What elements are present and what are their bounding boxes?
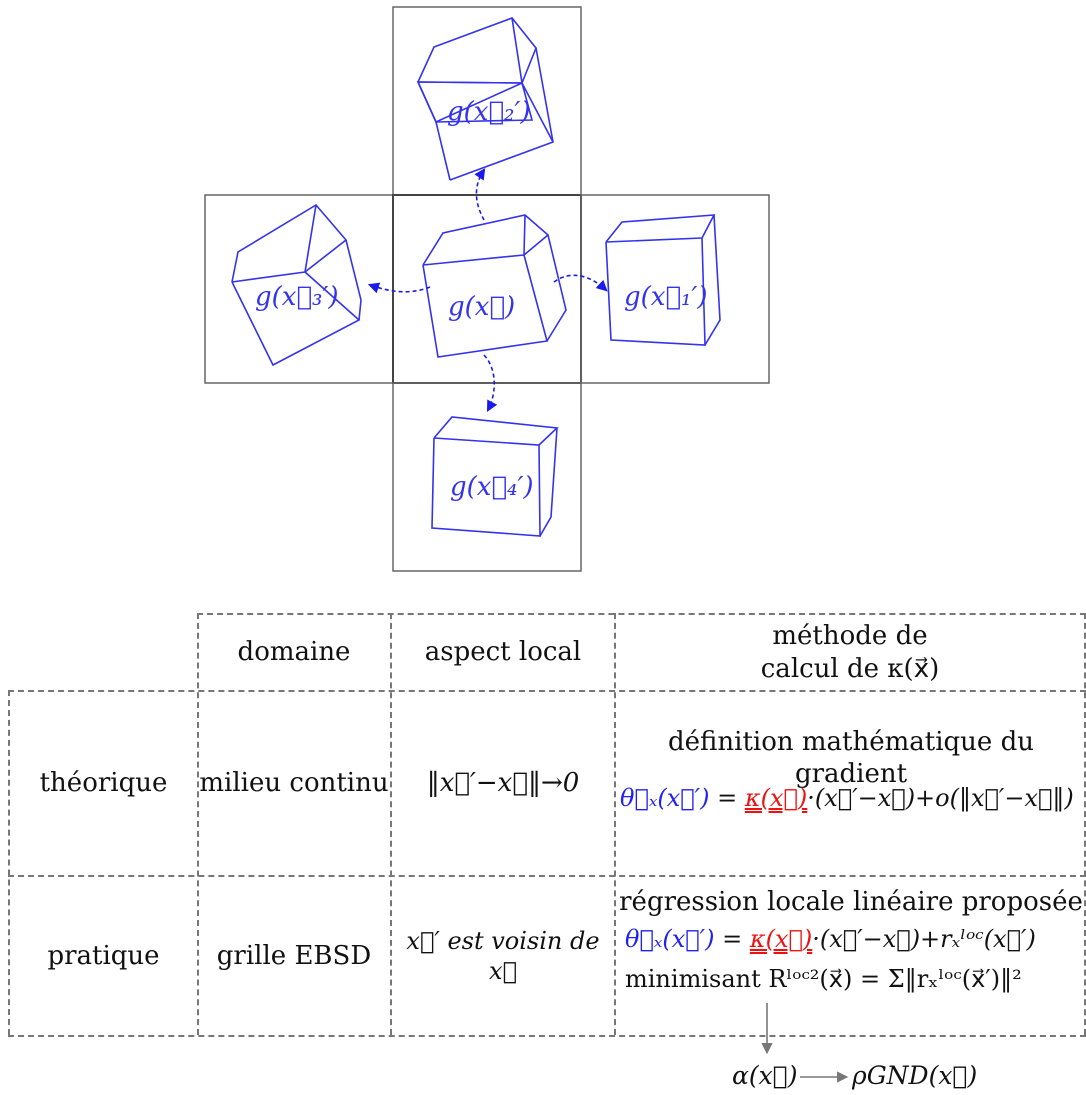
grid-line-middle	[8, 875, 1086, 877]
label-x1: g(x⃗₁′)	[624, 282, 708, 312]
cell-grille-ebsd: grille EBSD	[216, 940, 372, 971]
header-methode: méthode de calcul de κ(x⃗)	[616, 615, 1084, 690]
grid-line-col3	[614, 613, 616, 1035]
header-methode-line1: méthode de	[772, 621, 928, 651]
eq2-equals: =	[714, 925, 750, 953]
eq2-kappa: κ(x⃗)	[749, 925, 813, 953]
cell-milieu-continu: milieu continu	[199, 768, 389, 799]
eq-theta: θ⃗ₓ(x⃗′)	[620, 784, 710, 812]
eq-rest: ·(x⃗′−x⃗)+o(‖x⃗′−x⃗‖)	[807, 784, 1074, 812]
cube-x3	[231, 203, 362, 367]
eq-gradient-definition: θ⃗ₓ(x⃗′) = κ(x⃗)·(x⃗′−x⃗)+o(‖x⃗′−x⃗‖)	[620, 784, 1074, 812]
grid-line-top	[197, 613, 1086, 615]
grid-line-col2	[390, 613, 392, 1035]
alpha-label: α(x⃗)	[732, 1061, 798, 1090]
label-x4: g(x⃗₄′)	[450, 472, 534, 502]
grid-line-col1	[197, 613, 199, 1035]
cube-x2	[416, 17, 554, 181]
eq2-theta: θ⃗ₓ(x⃗′)	[625, 925, 715, 953]
label-x2: g(x⃗₂′)	[447, 97, 531, 127]
cube-x4	[431, 416, 559, 537]
eq-kappa: κ(x⃗)	[744, 784, 808, 812]
grid-line-left	[8, 690, 10, 1035]
eq-regression: θ⃗ₓ(x⃗′) = κ(x⃗)·(x⃗′−x⃗)+rₓˡᵒᶜ(x⃗′)	[625, 925, 1036, 953]
rho-gnd-label: ρGND(x⃗)	[852, 1061, 978, 1090]
grid-line-right	[1084, 613, 1086, 1035]
cell-definition-gradient: définition mathématique du gradient	[668, 726, 1034, 790]
arrow-to-x1	[553, 274, 608, 292]
label-x3: g(x⃗₃′)	[255, 282, 339, 312]
cube-center	[422, 214, 567, 358]
cell-voisin: x⃗′ est voisin de x⃗	[406, 927, 600, 985]
eq-minimisant: minimisant Rˡᵒᶜ²(x⃗) = Σ‖rₓˡᵒᶜ(x⃗′)‖²	[625, 965, 1022, 993]
arrow-to-x4	[483, 354, 498, 412]
eq-equals: =	[709, 784, 745, 812]
eq2-rest: ·(x⃗′−x⃗)+rₓˡᵒᶜ(x⃗′)	[812, 925, 1036, 953]
grid-line-bottom	[8, 1035, 1086, 1037]
neighbor-box-bottom	[392, 382, 582, 572]
neighbor-box-right	[580, 194, 770, 384]
row-label-pratique: pratique	[47, 940, 160, 971]
grid-line-header	[8, 690, 1086, 692]
cell-regression-title: régression locale linéaire proposée	[619, 886, 1083, 917]
header-domaine: domaine	[237, 637, 351, 668]
header-aspect-local: aspect local	[424, 637, 582, 668]
cell-norm-limit: ‖x⃗′−x⃗‖→0	[426, 768, 580, 799]
arrow-to-x3	[367, 282, 431, 294]
cube-x1	[605, 214, 721, 346]
header-methode-line2: calcul de κ(x⃗)	[760, 653, 940, 684]
label-center: g(x⃗)	[448, 292, 515, 322]
row-label-theorique: théorique	[39, 768, 168, 799]
